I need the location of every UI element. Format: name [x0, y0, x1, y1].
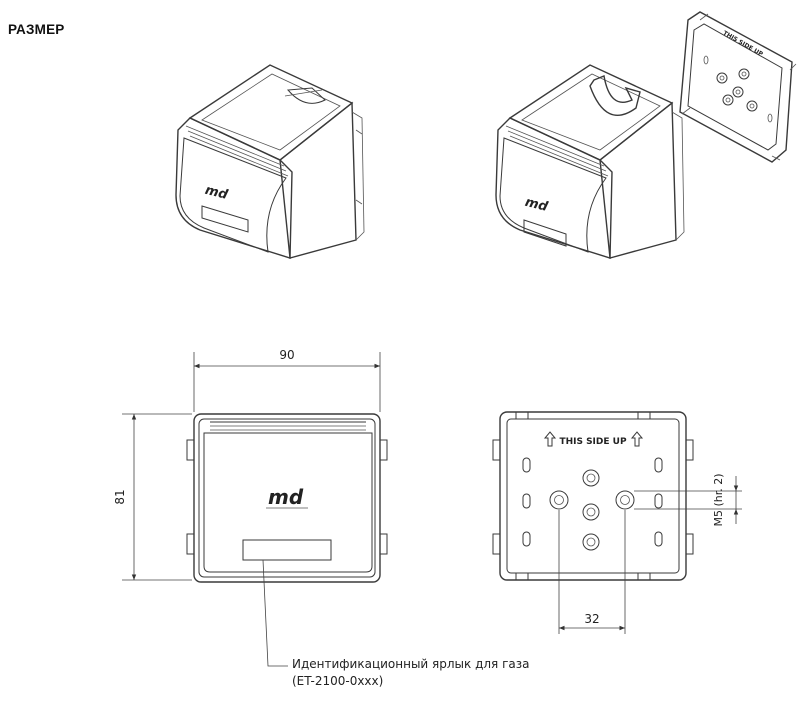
- isometric-view-closed: md: [175, 64, 365, 259]
- isometric-view-exploded: md THIS SIDE UP: [495, 11, 797, 259]
- brand-logo-2: md: [523, 195, 549, 215]
- callout-line-1: Идентификационный ярлык для газа: [292, 657, 530, 671]
- dimension-height: 81: [113, 413, 192, 581]
- label-callout-leader: [262, 559, 288, 667]
- width-value: 90: [279, 348, 294, 362]
- back-view: THIS SIDE UP: [492, 411, 694, 581]
- dimension-thread: M5 (hr. 2): [634, 473, 742, 527]
- spacing-value: 32: [584, 612, 599, 626]
- front-view: md: [186, 413, 388, 583]
- front-brand-logo: md: [268, 485, 304, 509]
- page-title: РАЗМЕР: [8, 22, 65, 37]
- mounting-holes: [549, 469, 635, 551]
- callout-line-2: (ET-2100-0xxx): [292, 674, 384, 688]
- id-label-slot: [242, 539, 332, 561]
- orientation-label: THIS SIDE UP: [559, 437, 627, 447]
- id-label-callout: Идентификационный ярлык для газа (ET-210…: [292, 656, 529, 690]
- dimension-width: 90: [193, 348, 381, 412]
- thread-value: M5 (hr. 2): [712, 473, 725, 526]
- height-value: 81: [113, 489, 127, 504]
- dimension-spacing: 32: [558, 510, 626, 634]
- brand-logo: md: [203, 183, 229, 203]
